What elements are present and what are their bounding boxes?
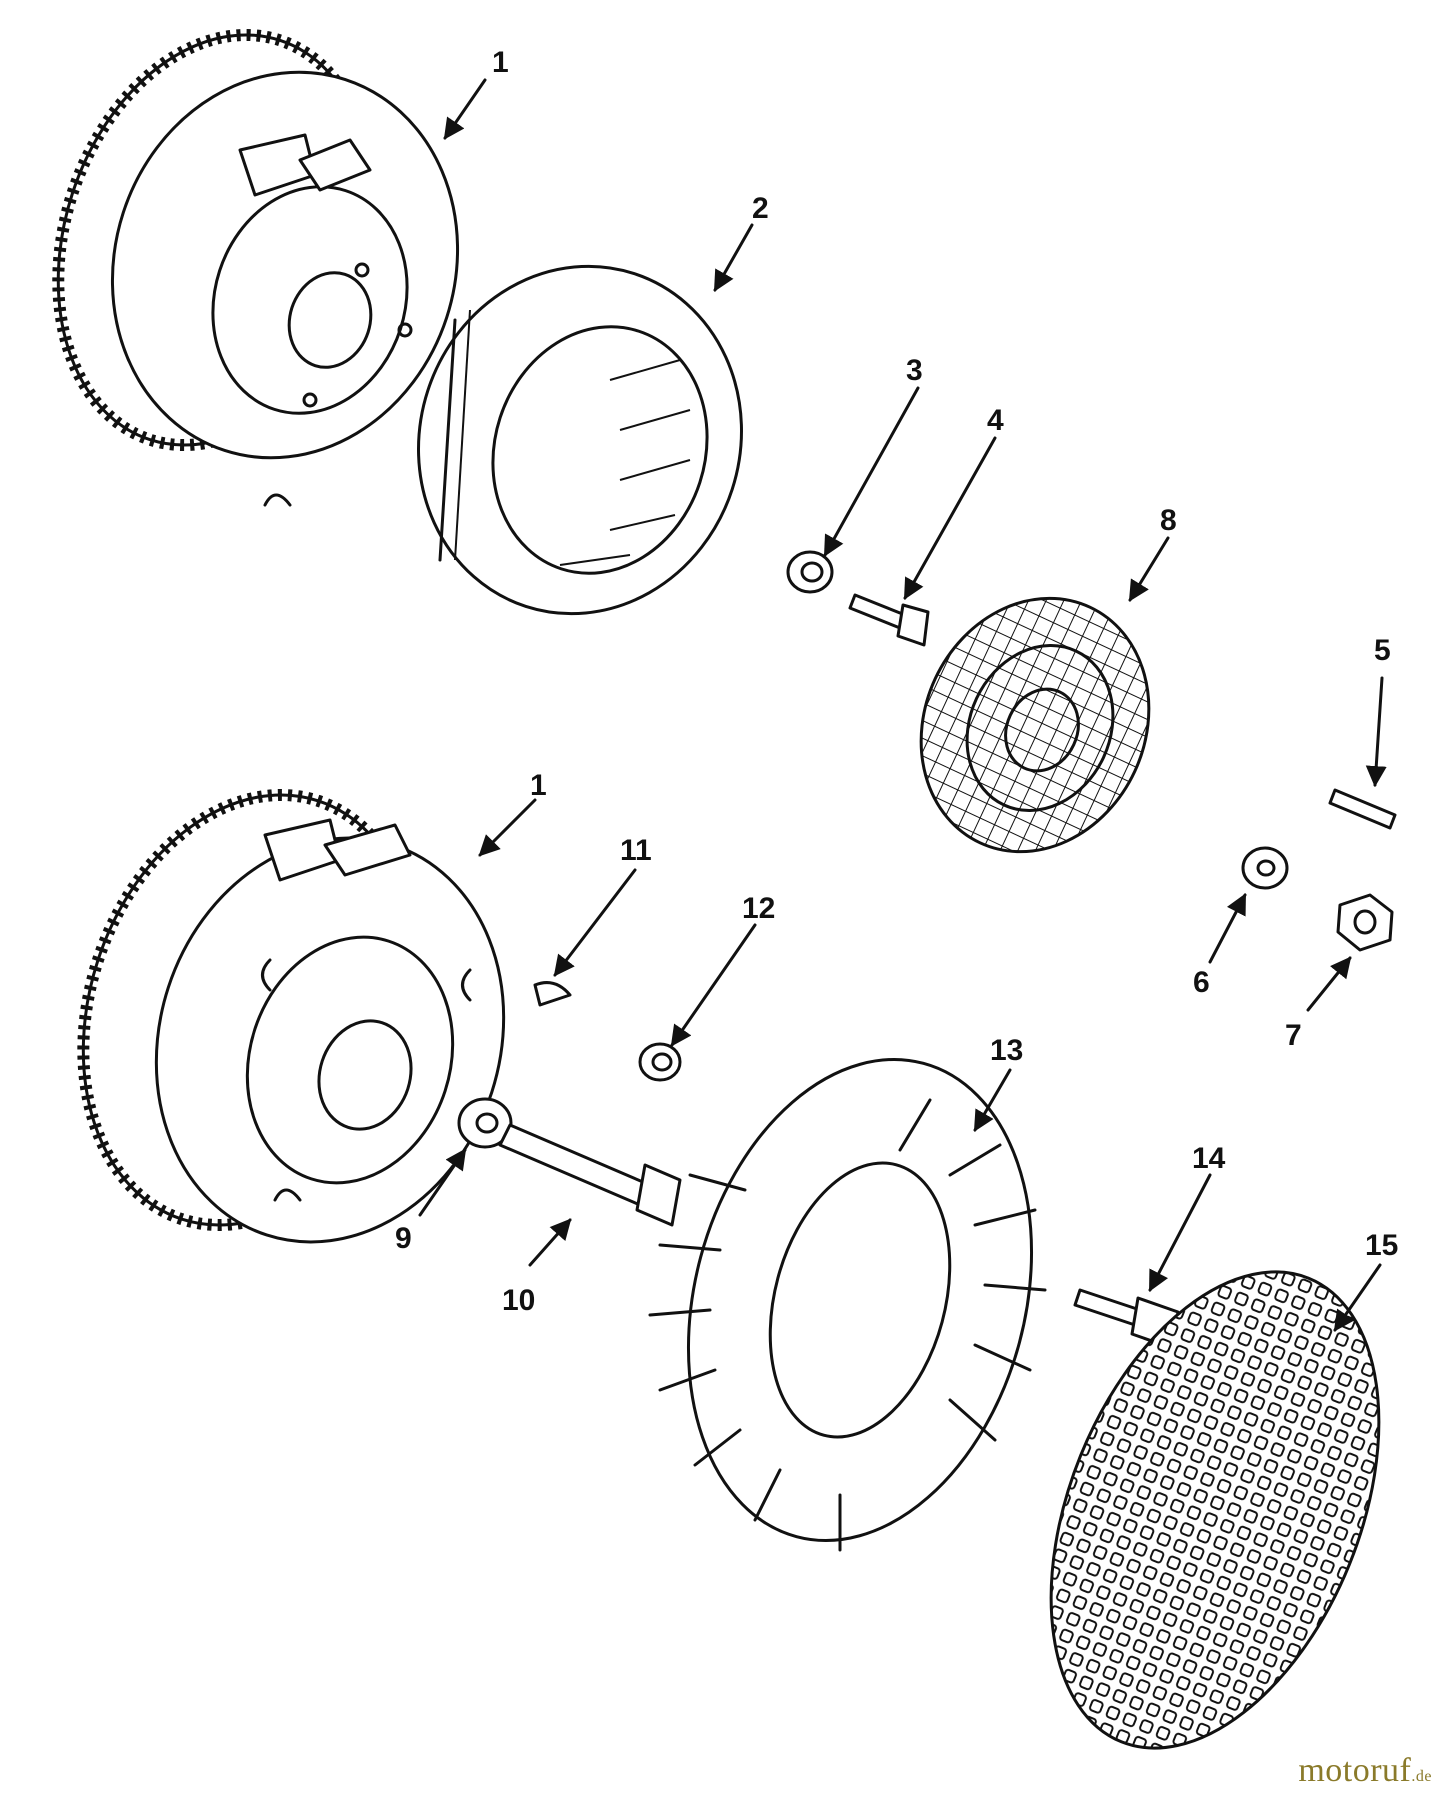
pin-5 — [1328, 788, 1397, 830]
callout-13: 13 — [990, 1034, 1023, 1067]
callout-11: 11 — [620, 834, 652, 867]
leader-arrows — [418, 78, 1387, 1332]
callout-6: 6 — [1193, 966, 1210, 999]
callout-1-upper: 1 — [492, 46, 509, 79]
key-11 — [533, 981, 572, 1007]
callout-labels: 1 2 3 4 8 5 1 11 12 6 7 13 9 10 14 15 — [395, 46, 1398, 1317]
callout-10: 10 — [502, 1284, 535, 1317]
callout-5: 5 — [1374, 634, 1391, 667]
fan-13 — [648, 1058, 1047, 1552]
callout-15: 15 — [1365, 1229, 1398, 1262]
callout-8: 8 — [1160, 504, 1177, 537]
callout-9: 9 — [395, 1222, 412, 1255]
washer-9 — [457, 1097, 513, 1149]
callout-7: 7 — [1285, 1019, 1302, 1052]
callout-3: 3 — [906, 354, 923, 387]
flywheel-lower — [77, 789, 506, 1244]
fan-ring — [417, 264, 743, 616]
bolt-10 — [498, 1123, 682, 1227]
washer-3 — [786, 550, 834, 594]
flywheel-upper — [52, 28, 460, 507]
callout-12: 12 — [742, 892, 775, 925]
callout-2: 2 — [752, 192, 769, 225]
watermark-logo: motoruf.de — [1298, 1752, 1432, 1790]
nut-7 — [1336, 893, 1394, 952]
washer-6 — [1241, 846, 1289, 890]
watermark-name: motoruf — [1298, 1752, 1412, 1789]
screen-8 — [919, 596, 1151, 854]
callout-4: 4 — [987, 404, 1004, 437]
callout-14: 14 — [1192, 1142, 1226, 1175]
watermark-tld: .de — [1411, 1768, 1432, 1785]
spacer-12 — [638, 1042, 682, 1082]
screw-4 — [848, 593, 930, 647]
callout-1-lower: 1 — [530, 769, 547, 802]
screen-15 — [1049, 1270, 1381, 1750]
